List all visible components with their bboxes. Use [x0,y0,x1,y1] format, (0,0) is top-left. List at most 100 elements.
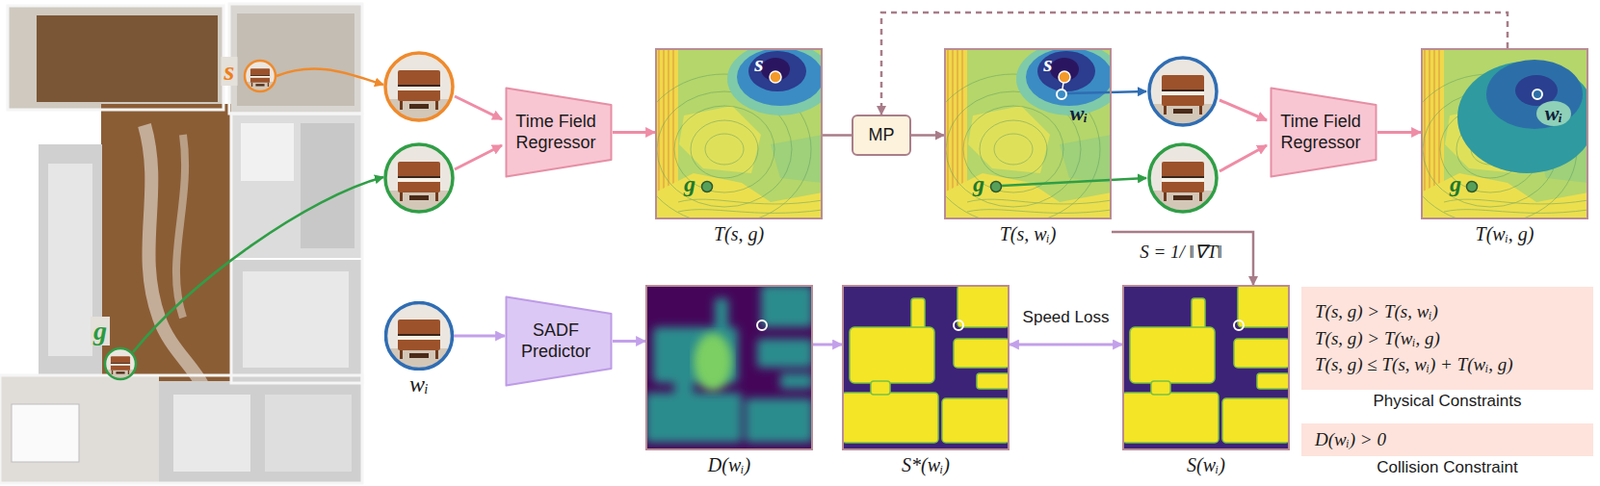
floor-plan [7,5,224,110]
floor-plan [0,3,363,484]
time-field-map [1420,48,1589,220]
view-ring [386,303,453,370]
speed-map [1122,285,1290,451]
module-label: MP [868,125,895,147]
floor-plan [236,13,355,106]
floor-plan [0,375,159,484]
heatmap-caption: T(s, wᵢ) [944,222,1112,246]
heatmap-panel: T(s, g) [655,48,823,246]
point-label: g [90,316,110,346]
time-field-map [991,182,1002,193]
piano-view [1149,144,1217,212]
piano-view [1149,57,1217,126]
leader-arrow [1219,100,1267,121]
floor-plan [229,3,363,114]
model-box: SADF Predictor [504,295,613,388]
time-field-map [702,182,713,193]
floor-plan [144,125,203,386]
constraint-text: T(s, g) > T(wᵢ, g) [1314,325,1580,353]
leader-arrow [1067,91,1147,94]
speed-map [953,320,964,331]
point-label: g [972,172,985,196]
heatmap-frame [944,48,1112,220]
floor-plan [264,394,352,473]
floor-plan [36,15,218,103]
floor-plan [231,113,363,384]
connector-arrow [612,131,656,134]
connector-arrow [1377,131,1421,134]
piano-view [384,301,454,371]
time-field-map [1536,101,1572,127]
connector-arrow [822,133,852,137]
floor-plan [244,60,276,92]
constraint-heading: Collision Constraint [1301,458,1594,478]
time-field-map [1532,89,1543,100]
heatmap-panel: T(s, wᵢ) [944,48,1112,246]
trapezoid-outline [1271,88,1377,178]
time-field-map [1016,48,1112,116]
time-field-map [736,48,823,106]
heatmap-panel: T(wᵢ, g) [1420,48,1589,246]
distance-map [645,285,814,444]
floor-plan [7,5,224,110]
floor-plan [176,134,185,318]
floor-plan [240,123,294,182]
floor-plan [231,113,363,259]
model-box: Time Field Regressor [1269,86,1378,179]
constraint-panel: T(s, g) > T(s, wᵢ)T(s, g) > T(wᵢ, g)T(s,… [1301,287,1594,391]
edge-label: Speed Loss [1020,307,1113,328]
heatmap-frame [655,48,823,220]
time-field-map [655,48,823,220]
point-label: s [754,52,763,76]
leader-arrow [1001,91,1147,186]
floor-plan [104,348,136,380]
point-label: wᵢ [1545,103,1563,125]
floor-plan [242,271,349,368]
floor-plan [244,60,276,92]
constraint-text: D(wᵢ) > 0 [1314,426,1580,454]
heatmap-frame [1420,48,1589,220]
piano-view [385,52,453,121]
point-label: s [1043,52,1052,76]
piano-view [385,144,453,212]
constraint-panel: D(wᵢ) > 0 [1301,423,1594,457]
speed-map [841,285,1010,451]
time-field-map [944,48,1112,220]
heatmap-caption: S(wᵢ) [1122,453,1290,477]
distance-map [757,320,767,331]
connector-arrow [911,133,945,137]
heatmap-panel: S*(wᵢ) [841,285,1010,477]
leader-arrow [454,96,502,120]
distance-map [693,333,733,392]
module-label: SADF Predictor [508,320,604,363]
time-field-map [748,51,807,92]
constraint-text: T(s, g) ≤ T(s, wᵢ) + T(wᵢ, g) [1314,351,1580,379]
constraint-box: T(s, g) > T(s, wᵢ)T(s, g) > T(wᵢ, g)T(s,… [1301,287,1594,412]
point-label: s [221,56,238,86]
module-label: Time Field Regressor [1273,111,1368,154]
heatmap-caption: T(wᵢ, g) [1420,222,1589,246]
leader-arrow [132,177,384,353]
point-label: g [683,172,696,196]
constraint-box: D(wᵢ) > 0 Collision Constraint [1301,423,1594,478]
model-box: Time Field Regressor [504,86,613,179]
point-label: g [1449,172,1462,196]
heatmap-caption: T(s, g) [655,222,823,246]
time-field-map [727,48,823,116]
floor-plan [0,3,363,484]
point-label: wᵢ [1070,103,1088,125]
floor-plan [173,394,251,473]
leader-arrow [1219,145,1267,172]
floor-plan [300,123,355,249]
connector-arrow [1009,343,1123,347]
time-field-map [655,48,823,220]
trapezoid-outline [506,88,612,178]
heatmap-panel: S(wᵢ) [1122,285,1290,477]
constraint-text: T(s, g) > T(s, wᵢ) [1314,298,1580,326]
waypoint-view: wᵢ [384,301,454,398]
speed-map [1122,285,1290,451]
time-field-map [1037,51,1096,92]
